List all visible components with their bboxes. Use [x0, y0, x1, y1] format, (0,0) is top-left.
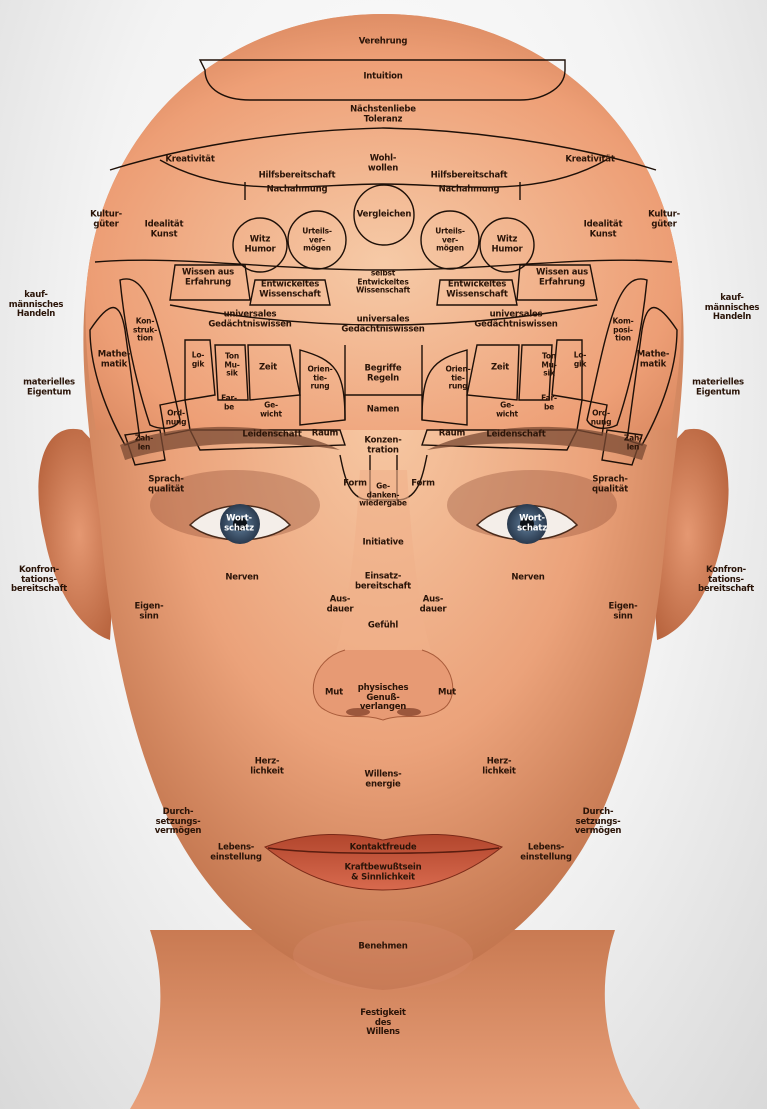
label-verehrung: Verehrung	[359, 37, 407, 47]
label-kreativitaet-right: Kreativität	[565, 155, 614, 165]
label-wortschatz-right: Wort- schatz	[517, 515, 547, 534]
label-konstruktion: Kon- struk- tion	[133, 317, 157, 343]
label-intuition: Intuition	[363, 72, 402, 82]
label-komposition: Kom- posi- tion	[613, 317, 634, 343]
label-gefuehl: Gefühl	[368, 621, 398, 631]
label-begriffe: Begriffe Regeln	[365, 365, 402, 384]
label-eigentum-right: materielles Eigentum	[692, 379, 744, 398]
label-farbe-left: Far- be	[221, 395, 237, 412]
label-konzentration: Konzen- tration	[364, 437, 401, 456]
label-gedaechtnis-center: universales Gedächtniswissen	[341, 316, 424, 335]
label-idealitaet-left: Idealität Kunst	[145, 221, 184, 240]
label-lebenseinstellung-right: Lebens- einstellung	[520, 844, 571, 863]
label-leidenschaft-right: Leidenschaft	[486, 430, 545, 440]
label-eigentum-left: materielles Eigentum	[23, 379, 75, 398]
label-konfrontation-left: Konfron- tations- bereitschaft	[11, 566, 67, 595]
label-nerven-right: Nerven	[511, 573, 544, 583]
label-kaufmaennisches-left: kauf- männisches Handeln	[9, 291, 64, 320]
label-wortschatz-left: Wort- schatz	[224, 515, 254, 534]
label-kaufmaennisches-right: kauf- männisches Handeln	[705, 294, 760, 323]
label-willensenergie: Willens- energie	[365, 771, 402, 790]
label-form-right: Form	[411, 479, 435, 489]
label-einsatzbereitschaft: Einsatz- bereitschaft	[355, 573, 411, 592]
label-vergleichen: Vergleichen	[357, 210, 411, 220]
label-mathematik-right: Mathe- matik	[637, 351, 669, 370]
label-raum-right: Raum	[439, 429, 465, 439]
label-sprachqualitaet-right: Sprach- qualität	[592, 476, 628, 495]
label-kreativitaet-left: Kreativität	[165, 155, 214, 165]
label-zahlen-right: Zah- len	[624, 435, 642, 452]
label-namen: Namen	[367, 405, 400, 415]
label-genussverlangen: physisches Genuß- verlangen	[358, 684, 409, 713]
label-witz-right: Witz Humor	[491, 236, 522, 255]
label-orientierung-left: Orien- tie- rung	[308, 365, 333, 391]
label-urteils-left: Urteils- ver- mögen	[302, 227, 332, 253]
label-mut-left: Mut	[325, 688, 343, 698]
label-kraftbewusstsein: Kraftbewußtsein & Sinnlichkeit	[345, 864, 422, 883]
label-logik-left: Lo- gik	[192, 352, 204, 369]
label-gewicht-right: Ge- wicht	[496, 402, 518, 419]
label-nachahmung-right: Nachahmung	[439, 185, 500, 195]
label-naechstenliebe: Nächstenliebe Toleranz	[350, 106, 416, 125]
label-hilfsbereitschaft-right: Hilfsbereitschaft	[431, 171, 508, 181]
label-orientierung-right: Orien- tie- rung	[446, 365, 471, 391]
label-initiative: Initiative	[362, 538, 403, 548]
label-eigensinn-right: Eigen- sinn	[609, 603, 638, 622]
label-gewicht-left: Ge- wicht	[260, 402, 282, 419]
label-entwickeltes-right: Entwickeltes Wissenschaft	[446, 281, 507, 300]
label-durchsetzung-right: Durch- setzungs- vermögen	[575, 808, 622, 837]
label-wissen-erfahrung-right: Wissen aus Erfahrung	[536, 269, 588, 288]
label-herzlichkeit-left: Herz- lichkeit	[250, 758, 283, 777]
label-zeit-left: Zeit	[259, 363, 277, 373]
label-zeit-right: Zeit	[491, 363, 509, 373]
label-herzlichkeit-right: Herz- lichkeit	[482, 758, 515, 777]
label-lebenseinstellung-left: Lebens- einstellung	[210, 844, 261, 863]
label-eigensinn-left: Eigen- sinn	[135, 603, 164, 622]
label-ton-left: Ton Mu- sik	[224, 352, 239, 378]
label-raum-left: Raum	[312, 429, 338, 439]
label-kulturgueter-left: Kultur- güter	[90, 211, 122, 230]
label-wohlwollen: Wohl- wollen	[368, 155, 398, 174]
label-nachahmung-left: Nachahmung	[267, 185, 328, 195]
label-witz-left: Witz Humor	[244, 236, 275, 255]
label-durchsetzung-left: Durch- setzungs- vermögen	[155, 808, 202, 837]
label-ausdauer-left: Aus- dauer	[327, 596, 354, 615]
label-kontaktfreude: Kontaktfreude	[350, 843, 417, 853]
label-mut-right: Mut	[438, 688, 456, 698]
label-sprachqualitaet-left: Sprach- qualität	[148, 476, 184, 495]
label-gedaechtnis-right: universales Gedächtniswissen	[474, 311, 557, 330]
label-logik-right: Lo- gik	[574, 352, 586, 369]
label-wissen-erfahrung-left: Wissen aus Erfahrung	[182, 269, 234, 288]
label-idealitaet-right: Idealität Kunst	[584, 221, 623, 240]
label-ausdauer-right: Aus- dauer	[420, 596, 447, 615]
label-konfrontation-right: Konfron- tations- bereitschaft	[698, 566, 754, 595]
label-nerven-left: Nerven	[225, 573, 258, 583]
chin	[293, 920, 473, 990]
label-kulturgueter-right: Kultur- güter	[648, 211, 680, 230]
label-selbst-entwickeltes: selbst Entwickeltes Wissenschaft	[356, 269, 410, 295]
label-benehmen: Benehmen	[358, 942, 407, 952]
label-hilfsbereitschaft-left: Hilfsbereitschaft	[259, 171, 336, 181]
label-ordnung-right: Ord- nung	[591, 410, 612, 427]
label-mathematik-left: Mathe- matik	[98, 351, 130, 370]
label-gedaechtnis-left: universales Gedächtniswissen	[208, 311, 291, 330]
label-festigkeit: Festigkeit des Willens	[360, 1009, 406, 1038]
label-ordnung-left: Ord- nung	[166, 410, 187, 427]
label-gedankenwiedergabe: Ge- danken- wiedergabe	[359, 482, 407, 508]
label-farbe-right: Far- be	[541, 395, 557, 412]
label-urteils-right: Urteils- ver- mögen	[435, 227, 465, 253]
label-leidenschaft-left: Leidenschaft	[242, 430, 301, 440]
label-ton-right: Ton Mu- sik	[541, 352, 556, 378]
label-zahlen-left: Zah- len	[135, 435, 153, 452]
label-entwickeltes-left: Entwickeltes Wissenschaft	[259, 281, 320, 300]
